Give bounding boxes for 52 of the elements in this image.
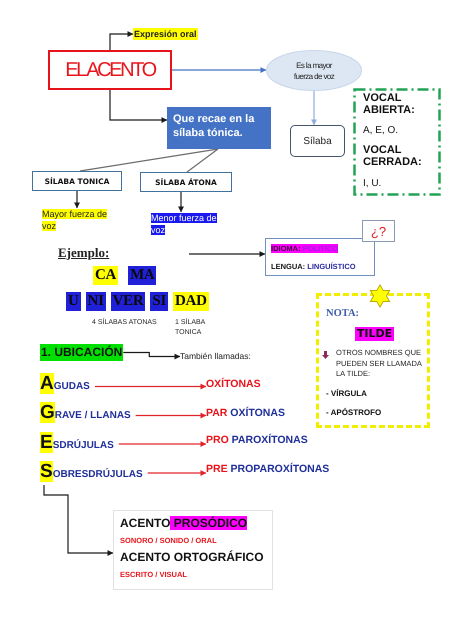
equivalent-term: PRE PROPAROXÍTONAS <box>206 463 330 475</box>
note-heading: NOTA: <box>326 308 360 320</box>
vowel-heading: VOCAL ABIERTA: <box>363 92 416 116</box>
heading-text: ACENTO PROSÓDICO <box>120 515 248 531</box>
arrow <box>43 485 114 556</box>
example-heading: Ejemplo: <box>58 245 110 261</box>
list-item: - VÍRGULA <box>326 388 368 398</box>
arrow <box>109 31 134 50</box>
arrow <box>311 91 317 126</box>
highlighted-syllable: VER <box>110 292 146 311</box>
term-label: SOBRESDRÚJULAS <box>40 462 143 485</box>
term-box: Sílaba <box>290 125 345 157</box>
vowel-heading: VOCAL CERRADA: <box>363 144 423 168</box>
connector-line <box>80 148 218 172</box>
term-label: AGUDAS <box>40 374 90 397</box>
equivalent-term: OXÍTONAS <box>206 378 261 390</box>
highlighted-syllable: MA <box>128 266 156 285</box>
highlighted-syllable: SI <box>150 292 168 311</box>
vowel-list: I, U. <box>363 178 437 190</box>
arrow <box>109 90 168 123</box>
highlighted-syllable: NI <box>86 292 106 311</box>
term-label: GRAVE / LLANAS <box>40 403 131 426</box>
list-item: - APÓSTROFO <box>326 408 382 418</box>
arrow <box>172 67 266 73</box>
connector-line <box>186 148 218 172</box>
highlighted-syllable: DAD <box>173 292 209 311</box>
highlighted-term: TILDE <box>354 327 394 341</box>
info-box <box>113 510 273 590</box>
arrow <box>148 470 206 476</box>
definition-text: Es la mayor fuerza de voz <box>292 60 336 82</box>
note-box <box>353 88 441 196</box>
vowel-list: A, E, O. <box>363 125 437 137</box>
definition-box: Que recae en la sílaba tónica. <box>167 107 271 149</box>
equivalent-term: PAR OXÍTONAS <box>206 407 285 419</box>
definition-box <box>265 238 375 276</box>
arrow <box>74 191 80 208</box>
highlighted-syllable: U <box>66 292 81 311</box>
term-label: ESDRÚJULAS <box>40 433 114 456</box>
arrow <box>136 412 206 418</box>
heading-text: ACENTO ORTOGRÁFICO <box>120 549 265 565</box>
question-box: ¿? <box>362 220 395 242</box>
equivalent-term: PRO PAROXÍTONAS <box>206 434 308 446</box>
subheading-text: También llamadas: <box>180 351 251 362</box>
arrow <box>189 251 266 257</box>
arrow <box>94 384 206 390</box>
arrow <box>178 192 184 212</box>
arrow <box>118 441 206 447</box>
highlighted-label: Expresión oral <box>133 28 198 40</box>
title-box: EL ACENTO <box>48 50 172 90</box>
section-heading: 1. UBICACIÓN <box>40 344 124 361</box>
arrow <box>123 352 180 360</box>
highlighted-syllable: CA <box>93 266 118 285</box>
